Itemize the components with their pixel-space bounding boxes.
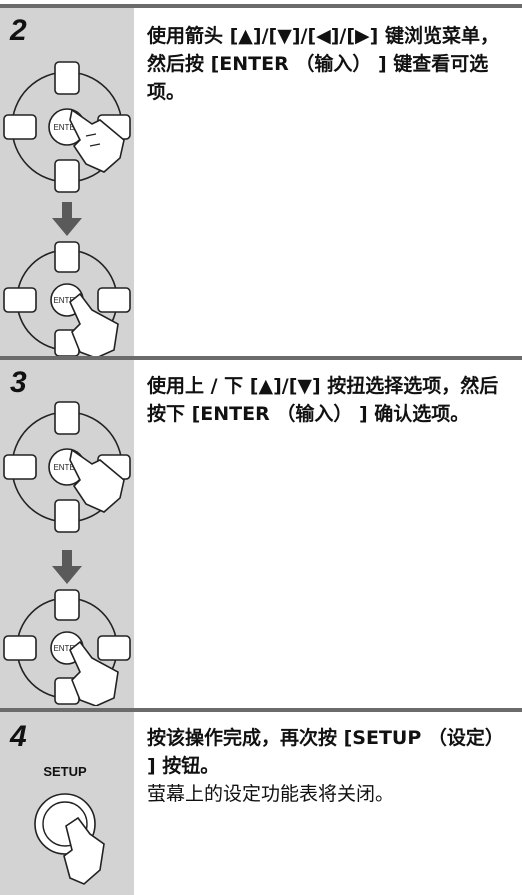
remote-dpad-enter-pressed-icon-2: ENTER: [3, 589, 131, 706]
down-arrow-icon-2: [52, 550, 82, 584]
step-2-number: 2: [10, 14, 27, 47]
svg-text:ENTER: ENTER: [53, 644, 80, 653]
down-arrow-icon: [52, 202, 82, 236]
step-2-text: 使用箭头 [▲]/[▼]/[◀]/[▶] 键浏览菜单，然后按 [ENTER （输…: [147, 25, 499, 103]
step-2-top-rule: [0, 4, 522, 8]
step-3-number: 3: [10, 366, 27, 399]
setup-button-label: SETUP: [43, 764, 87, 779]
svg-text:ENTER: ENTER: [53, 463, 80, 472]
setup-button-press-icon: SETUP: [34, 764, 105, 885]
remote-dpad-press-enter-icon: ENTER: [3, 61, 131, 193]
remote-dpad-press-enter-icon-2: ENTER: [3, 401, 131, 533]
enter-key-label: ENTER: [53, 123, 80, 132]
remote-dpad-enter-pressed-icon: ENTER: [3, 241, 131, 358]
step-4-top-rule: [0, 708, 522, 712]
step-3-text: 使用上 / 下 [▲]/[▼] 按扭选择选项，然后按下 [ENTER （输入） …: [147, 375, 499, 425]
step-4-number: 4: [10, 720, 27, 753]
svg-text:ENTER: ENTER: [53, 296, 80, 305]
step-4-note: 萤幕上的设定功能表将关闭。: [147, 783, 395, 805]
step-3-top-rule: [0, 356, 522, 360]
step-4-text: 按该操作完成，再次按 [SETUP （设定） ] 按钮。: [147, 727, 504, 777]
